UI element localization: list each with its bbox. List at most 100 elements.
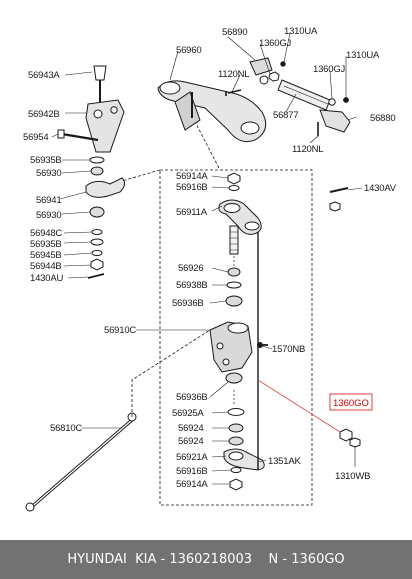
frame-connector-top [114,169,161,184]
label-1360gj-b: 1360GJ [313,64,346,75]
label-56960: 56960 [176,45,201,56]
label-56936b-b: 56936B [176,392,208,403]
tie-rod-end-left [249,57,273,76]
footer-sep-1: - [156,552,170,567]
pin-1310ua-b [343,97,349,103]
bracket-hole-a [93,109,103,119]
bracket-hole-c [216,342,224,350]
label-56930-b: 56930 [36,210,61,221]
idler-arm-web [174,91,201,131]
label-56943a: 56943A [28,70,60,81]
label-56936b-a: 56936B [172,298,204,309]
label-56890: 56890 [222,27,247,38]
cotter-pin-1430au [87,273,105,279]
pin-1310ua-a [280,61,286,67]
label-56930-a: 56930 [36,168,61,179]
washer-56925a [227,408,245,416]
nut-1360gj-a [268,71,280,82]
tie-rod-end-ball-bottom [25,502,35,512]
label-1570nb: 1570NB [272,344,305,355]
label-56877: 56877 [273,110,298,121]
leader-lines [51,32,363,485]
washer-56935b-a [89,156,105,164]
label-56916b-a: 56916B [176,182,208,193]
label-1430av: 1430AV [364,183,397,194]
nut-56914a-b [229,478,243,491]
parts-diagram: 56890 1310UA 1360GJ 1310UA 56960 56943A … [23,26,397,512]
label-1360gj-a: 1360GJ [259,38,292,49]
tie-rod-link [131,329,211,417]
bolt-56954-head [57,129,65,139]
nut-56914a-a [227,172,241,185]
washer-56945b [91,250,103,256]
washer-1310wb-icon [349,437,361,448]
tie-rod-tube [277,79,331,111]
label-56948c: 56948C [30,228,62,239]
tie-rod-56810c-inner [27,419,133,511]
footer-sep-2: N - [252,552,292,567]
label-1120nl-b: 1120NL [292,144,323,155]
pitman-arm-eye [223,203,241,213]
label-1310wb: 1310WB [335,471,370,482]
nut-1360go-icon [339,428,353,442]
bushing-56924-b [228,436,244,446]
label-56910c: 56910C [104,325,136,336]
shaft-spline [229,225,239,255]
label-1360go[interactable]: 1360GO [333,398,369,409]
label-56924-b: 56924 [178,436,203,447]
part-footer-bar: HYUNDAI KIA - 1360218003 N - 1360GO [0,540,412,579]
tie-rod-end-left-ball [259,75,269,85]
label-56938b: 56938B [176,280,208,291]
idler-arm-boss [240,121,260,135]
label-56941: 56941 [36,195,61,206]
label-56914a-b: 56914A [176,479,208,490]
bushing-56930-b [89,206,105,218]
nut-1360go-leader [257,379,341,433]
label-1310ua-a: 1310UA [284,26,318,37]
label-56935b-a: 56935B [30,155,62,166]
label-56880: 56880 [370,113,395,124]
bushing-56936b-a [225,295,243,307]
washer-56938b [226,281,242,289]
cotter-pin-1430av [329,187,349,193]
bushing-56930-a [90,166,104,176]
label-56911a: 56911A [176,207,208,218]
washer-56948c [91,229,103,235]
washer-56935b-b [90,238,104,246]
idler-bracket-56910c [209,321,253,373]
washer-56916b-a [228,185,240,191]
assembly-frame [159,169,313,506]
tie-rod-tube-shadow [283,85,329,105]
label-56935b-b: 56935B [30,239,62,250]
idler-arm-eye [159,81,181,95]
label-56810c: 56810C [50,423,82,434]
washer-56916b-b [230,467,242,473]
idler-bracket-cap [227,322,249,334]
bracket-hole-d [222,358,230,366]
tie-rod-end-right [319,109,351,133]
castle-nut-right [329,201,341,212]
label-56921a: 56921A [176,452,208,463]
label-56926: 56926 [178,263,203,274]
footer-part-number: 1360218003 [169,552,253,567]
bushing-56936b-b [225,372,243,384]
label-56925a: 56925A [172,408,204,419]
label-56944b: 56944B [30,261,62,272]
bracket-56942b [85,99,125,153]
label-1310ua-b: 1310UA [346,50,380,61]
seal-56926 [227,267,241,277]
label-56914a-a: 56914A [176,171,208,182]
label-1430au: 1430AU [30,273,63,284]
bolt-1120nl-a [225,89,242,96]
label-56954: 56954 [23,132,48,143]
bolt-56954 [61,132,99,142]
bracket-hole-b [110,106,118,114]
arm-56921a-eye [228,451,244,461]
label-56942b: 56942B [28,109,60,120]
nut-56944b [90,258,104,271]
idler-arm-56941 [85,177,126,198]
footer-brand: HYUNDAI KIA [67,552,157,567]
shaft-spline-marks [230,231,238,251]
bushing-56924-a [228,423,244,433]
